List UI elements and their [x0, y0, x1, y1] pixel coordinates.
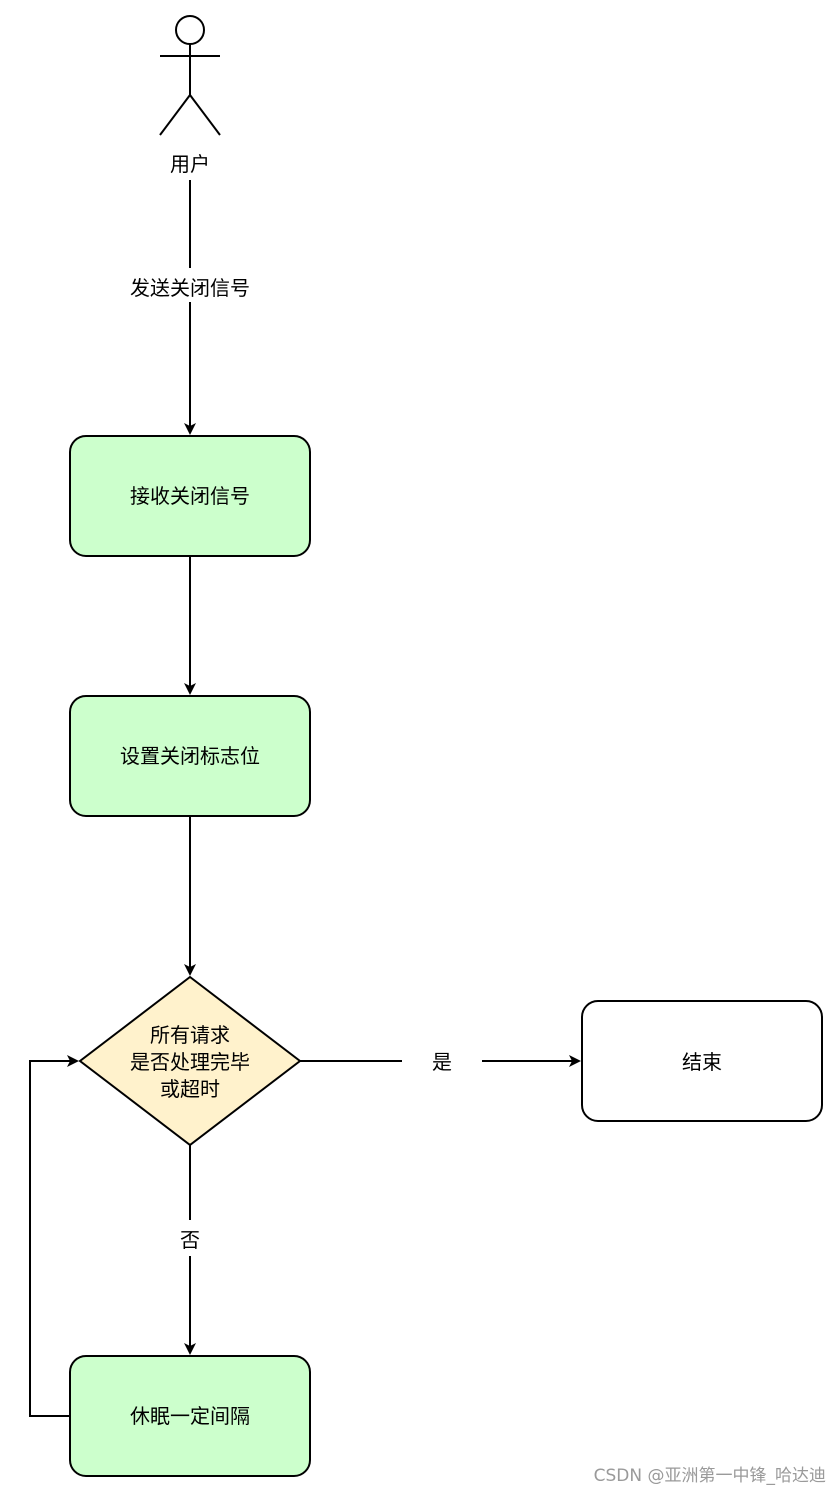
edge-yes: 是 — [300, 1050, 581, 1074]
node-end: 结束 — [581, 1000, 823, 1122]
watermark: CSDN @亚洲第一中锋_哈达迪 — [594, 1466, 826, 1486]
node-end-label: 结束 — [682, 1050, 722, 1074]
edge-loop-back — [29, 1055, 79, 1417]
actor-label: 用户 — [170, 152, 210, 176]
node-set-flag: 设置关闭标志位 — [69, 695, 311, 817]
node-receive-signal: 接收关闭信号 — [69, 435, 311, 557]
edge-yes-label: 是 — [432, 1050, 452, 1074]
node-decision-line-2: 是否处理完毕 — [130, 1050, 250, 1074]
node-decision-line-1: 所有请求 — [150, 1023, 230, 1047]
node-receive-signal-label: 接收关闭信号 — [130, 484, 250, 508]
node-decision-line-3: 或超时 — [160, 1077, 220, 1101]
node-sleep-label: 休眠一定间隔 — [130, 1404, 250, 1428]
edge-send-signal: 发送关闭信号 — [130, 180, 250, 435]
actor-right-leg — [189, 94, 221, 136]
node-decision: 所有请求 是否处理完毕 或超时 — [78, 975, 302, 1147]
actor-left-leg — [159, 94, 191, 136]
actor-head — [175, 15, 205, 45]
edge-no: 否 — [180, 1145, 200, 1355]
edge-no-label: 否 — [180, 1228, 200, 1252]
edge-send-signal-label: 发送关闭信号 — [130, 276, 250, 300]
node-set-flag-label: 设置关闭标志位 — [120, 744, 260, 768]
node-end-box — [581, 1000, 823, 1122]
user-actor: 用户 — [159, 15, 221, 176]
node-sleep: 休眠一定间隔 — [69, 1355, 311, 1477]
